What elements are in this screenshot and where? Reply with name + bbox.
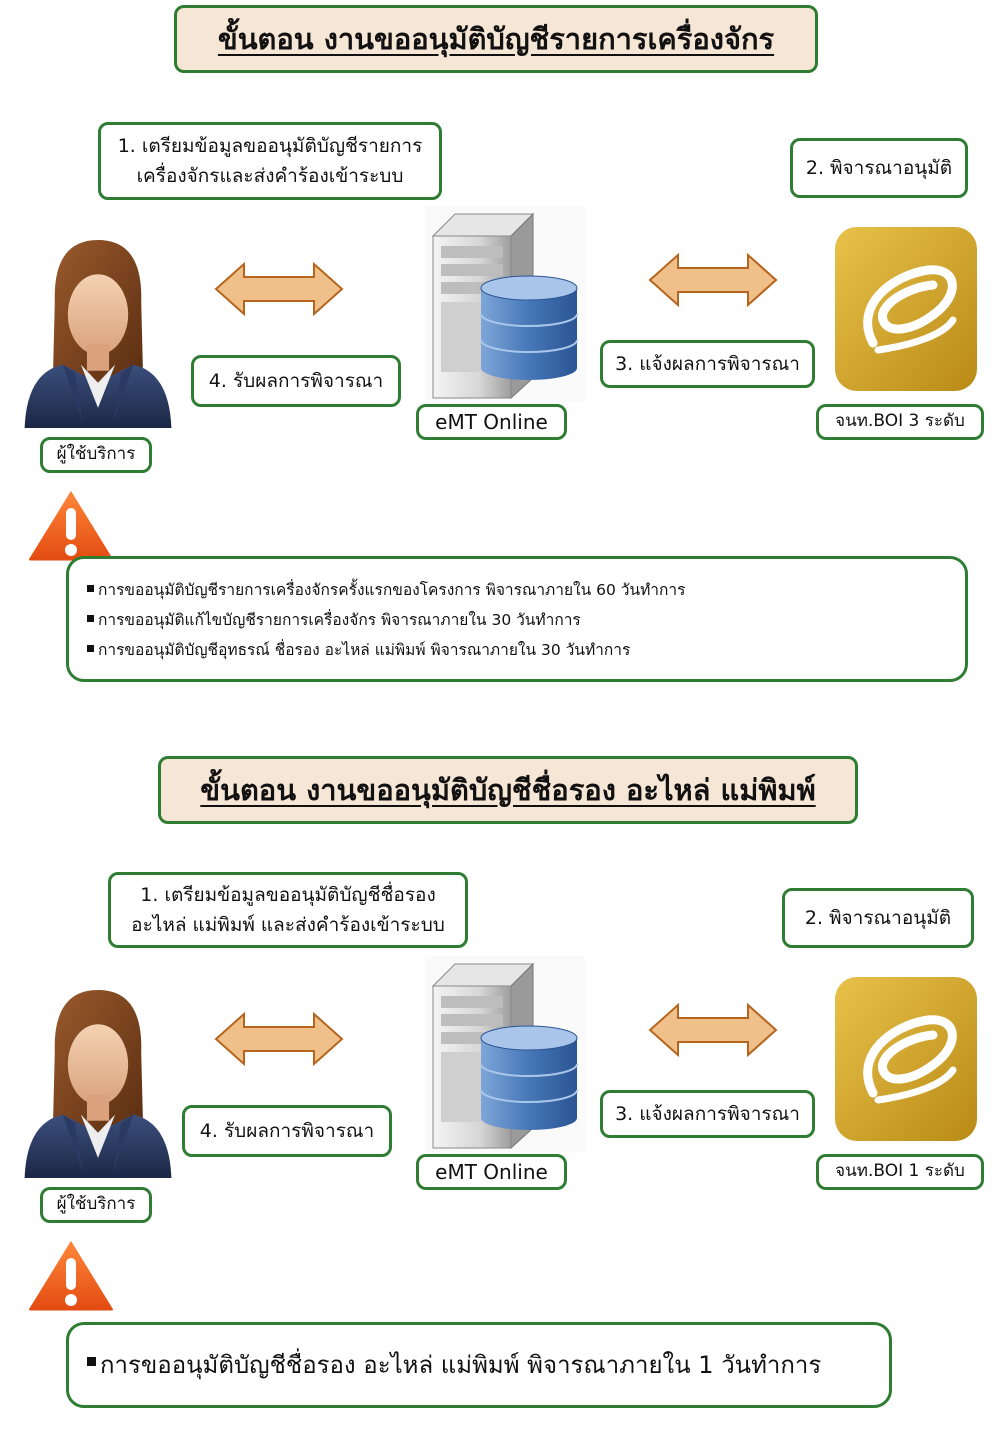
step1-line1: 1. เตรียมข้อมูลขออนุมัติบัญชีรายการ xyxy=(117,134,423,157)
section2-title: ขั้นตอน งานขออนุมัติบัญชีชื่อรอง อะไหล่ … xyxy=(200,773,816,807)
section2-step4-box: 4. รับผลการพิจารณา xyxy=(182,1105,392,1157)
server-label: eMT Online xyxy=(435,410,548,434)
section2-user-label-box: ผู้ใช้บริการ xyxy=(40,1187,152,1223)
boi-app-icon xyxy=(833,225,979,393)
double-arrow-icon xyxy=(214,262,344,316)
server-database-icon xyxy=(425,206,585,402)
officer-label: จนท.BOI 3 ระดับ xyxy=(835,411,965,432)
section2-step3-box: 3. แจ้งผลการพิจารณา xyxy=(600,1090,815,1138)
user-label: ผู้ใช้บริการ xyxy=(56,1194,136,1215)
section1-officer-label-box: จนท.BOI 3 ระดับ xyxy=(816,404,984,440)
user-label: ผู้ใช้บริการ xyxy=(56,444,136,465)
step4-label: 4. รับผลการพิจารณา xyxy=(199,1119,375,1142)
section2-step1-box: 1. เตรียมข้อมูลขออนุมัติบัญชีชื่อรอง อะไ… xyxy=(108,872,468,948)
section1-step3-box: 3. แจ้งผลการพิจารณา xyxy=(600,340,815,388)
section2-server-label-box: eMT Online xyxy=(416,1154,567,1190)
step3-label: 3. แจ้งผลการพิจารณา xyxy=(615,352,800,375)
section2-notes-box: การขออนุมัติบัญชีชื่อรอง อะไหล่ แม่พิมพ์… xyxy=(66,1322,892,1408)
boi-app-icon xyxy=(833,975,979,1143)
step4-label: 4. รับผลการพิจารณา xyxy=(208,369,384,392)
note-item: การขออนุมัติบัญชีรายการเครื่องจักรครั้งแ… xyxy=(87,575,947,605)
section1-step1-box: 1. เตรียมข้อมูลขออนุมัติบัญชีรายการ เครื… xyxy=(98,122,442,200)
step1-line1: 1. เตรียมข้อมูลขออนุมัติบัญชีชื่อรอง xyxy=(140,883,436,906)
note-item: การขออนุมัติบัญชีชื่อรอง อะไหล่ แม่พิมพ์… xyxy=(87,1345,821,1385)
step1-line2: เครื่องจักรและส่งคำร้องเข้าระบบ xyxy=(136,165,404,187)
step3-label: 3. แจ้งผลการพิจารณา xyxy=(615,1102,800,1125)
double-arrow-icon xyxy=(214,1012,344,1066)
note-item: การขออนุมัติบัญชีอุทธรณ์ ชื่อรอง อะไหล่ … xyxy=(87,635,947,665)
note-item: การขออนุมัติแก้ไขบัญชีรายการเครื่องจักร … xyxy=(87,605,947,635)
section1-step4-box: 4. รับผลการพิจารณา xyxy=(191,355,401,407)
section1-notes-box: การขออนุมัติบัญชีรายการเครื่องจักรครั้งแ… xyxy=(66,556,968,682)
step2-label: 2. พิจารณาอนุมัติ xyxy=(804,906,952,929)
section2-officer-label-box: จนท.BOI 1 ระดับ xyxy=(816,1154,984,1190)
officer-label: จนท.BOI 1 ระดับ xyxy=(835,1161,965,1182)
section1-server-label-box: eMT Online xyxy=(416,404,567,440)
double-arrow-icon xyxy=(648,253,778,307)
section1-title: ขั้นตอน งานขออนุมัติบัญชีรายการเครื่องจั… xyxy=(217,22,775,56)
step2-label: 2. พิจารณาอนุมัติ xyxy=(805,156,953,179)
user-icon xyxy=(22,982,174,1178)
user-icon xyxy=(22,232,174,428)
warning-icon xyxy=(24,484,118,564)
warning-icon xyxy=(24,1234,118,1314)
double-arrow-icon xyxy=(648,1003,778,1057)
section1-title-box: ขั้นตอน งานขออนุมัติบัญชีรายการเครื่องจั… xyxy=(174,5,818,73)
step1-line2: อะไหล่ แม่พิมพ์ และส่งคำร้องเข้าระบบ xyxy=(131,914,445,936)
section1-user-label-box: ผู้ใช้บริการ xyxy=(40,437,152,473)
section2-title-box: ขั้นตอน งานขออนุมัติบัญชีชื่อรอง อะไหล่ … xyxy=(158,756,858,824)
server-label: eMT Online xyxy=(435,1160,548,1184)
section1-step2-box: 2. พิจารณาอนุมัติ xyxy=(790,138,968,198)
section2-step2-box: 2. พิจารณาอนุมัติ xyxy=(782,888,974,948)
server-database-icon xyxy=(425,956,585,1152)
